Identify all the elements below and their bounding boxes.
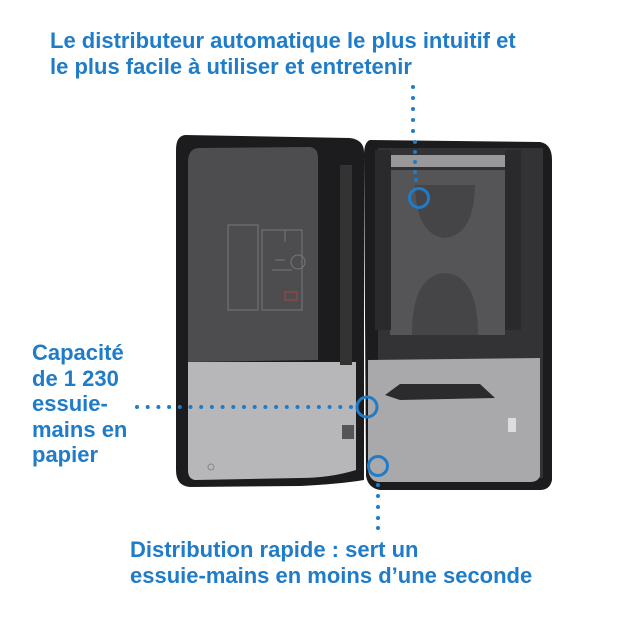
callout-dot: [274, 405, 279, 409]
instruction-diagram: [227, 224, 306, 311]
callout-circle-top: [408, 187, 430, 209]
callout-dot: [167, 405, 172, 409]
callout-line: de 1 230: [32, 365, 119, 391]
callout-line: Capacité: [32, 340, 124, 365]
callout-circle-left: [355, 395, 379, 419]
callout-circle-bottom: [367, 455, 389, 477]
callout-dot: [145, 405, 150, 409]
callout-dot: [252, 405, 257, 409]
callout-dot: [284, 405, 289, 409]
dispenser-body: [364, 140, 552, 490]
callout-line: papier: [32, 442, 99, 467]
callout-capacity: Capacité de 1 230 essuie- mains en papie…: [32, 340, 127, 468]
callout-line: Le distributeur automatique le plus intu…: [50, 28, 516, 53]
callout-dot: [177, 405, 182, 409]
callout-fast-dispensing: Distribution rapide : sert un essuie-mai…: [130, 537, 532, 589]
callout-dot: [327, 405, 332, 409]
callout-dot: [316, 405, 321, 409]
callout-line: essuie-mains en moins d’une seconde: [130, 563, 533, 588]
callout-dot: [306, 405, 311, 409]
callout-dot: [338, 405, 343, 409]
callout-markers: [376, 85, 418, 530]
callout-line: Distribution rapide : sert un: [130, 537, 419, 562]
callout-dot: [199, 405, 204, 409]
callout-dot: [242, 405, 246, 409]
callout-dot: [188, 405, 193, 409]
callout-ease-of-use: Le distributeur automatique le plus intu…: [50, 28, 516, 80]
callout-dot: [295, 405, 300, 409]
callout-dot: [209, 405, 214, 409]
callout-dot: [156, 405, 161, 409]
dispenser-door: [176, 135, 364, 487]
callout-dot: [135, 405, 139, 409]
callout-line: mains en: [32, 416, 128, 442]
callout-dot: [231, 405, 236, 409]
callout-line: essuie-: [32, 391, 108, 416]
callout-dot: [263, 405, 268, 409]
callout-dot: [349, 405, 353, 409]
callout-dot: [220, 405, 225, 409]
callout-line: le plus facile à utiliser et entretenir: [50, 54, 412, 79]
